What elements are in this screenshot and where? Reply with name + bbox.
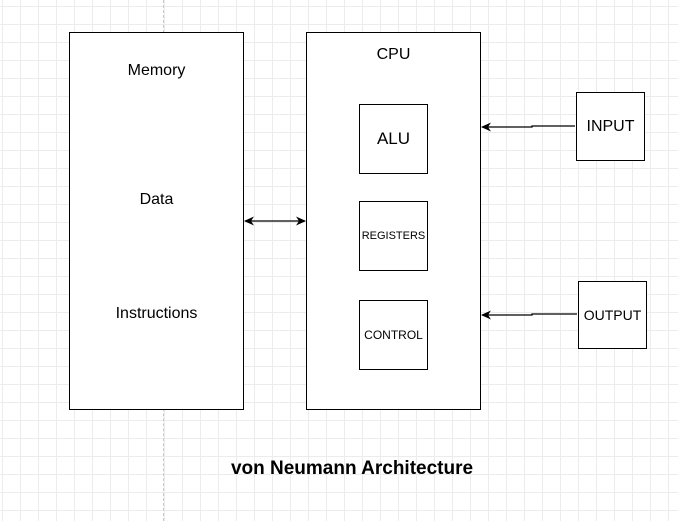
output-label: OUTPUT (583, 307, 642, 323)
memory-data-label: Data (139, 191, 174, 208)
input-label: INPUT (586, 117, 635, 135)
registers-label: REGISTERS (361, 230, 426, 242)
memory-title: Memory (127, 62, 186, 79)
alu-label: ALU (376, 129, 411, 148)
diagram-title: von Neumann Architecture (230, 458, 474, 479)
registers-block[interactable]: REGISTERS (359, 201, 428, 271)
input-to-cpu-arrow (481, 122, 575, 132)
memory-block[interactable]: Memory Data Instructions (69, 32, 244, 410)
cpu-title: CPU (376, 46, 411, 63)
control-label: CONTROL (364, 328, 423, 342)
memory-instructions-label: Instructions (115, 305, 198, 322)
control-block[interactable]: CONTROL (359, 300, 428, 370)
output-to-cpu-arrow (481, 310, 577, 320)
output-block[interactable]: OUTPUT (578, 281, 647, 349)
input-block[interactable]: INPUT (576, 92, 645, 161)
alu-block[interactable]: ALU (359, 104, 428, 174)
